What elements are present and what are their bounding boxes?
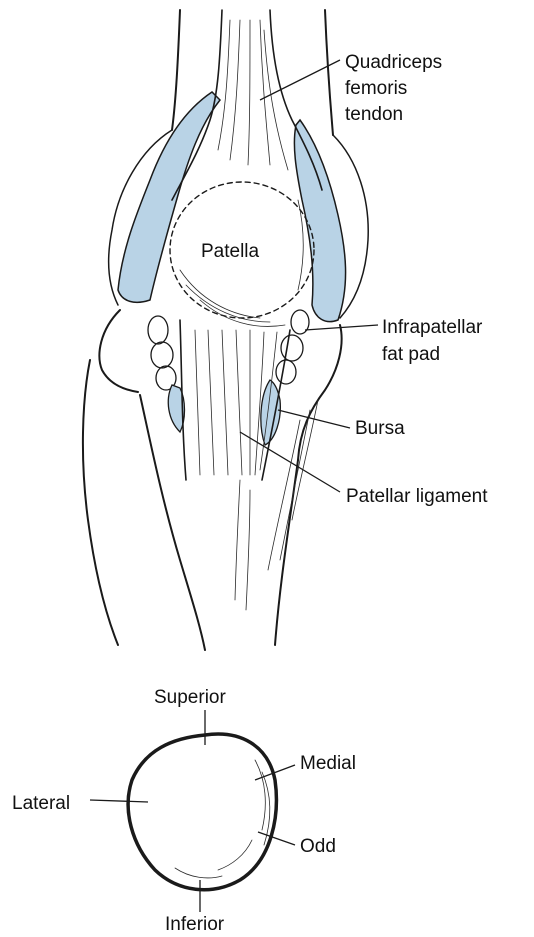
label-quadriceps-3: tendon [345,104,403,125]
tibia-outline [83,310,342,650]
leader-bursa [278,410,350,428]
label-inferior: Inferior [165,914,225,935]
label-superior: Superior [154,687,226,708]
label-lateral: Lateral [12,793,70,814]
label-bursa: Bursa [355,418,405,439]
infrapatellar-fat-pad [148,310,309,390]
label-infrapatellar-1: Infrapatellar [382,317,483,338]
label-medial: Medial [300,753,356,774]
label-patellar-ligament: Patellar ligament [346,486,488,507]
label-infrapatellar-2: fat pad [382,344,440,365]
patella-cross-section [128,734,276,890]
label-patella: Patella [201,241,260,262]
synovial-pouch-left [118,92,220,302]
label-quadriceps-1: Quadriceps [345,52,442,73]
leader-patellar-ligament [240,432,340,492]
label-odd: Odd [300,836,336,857]
label-quadriceps-2: femoris [345,78,407,99]
